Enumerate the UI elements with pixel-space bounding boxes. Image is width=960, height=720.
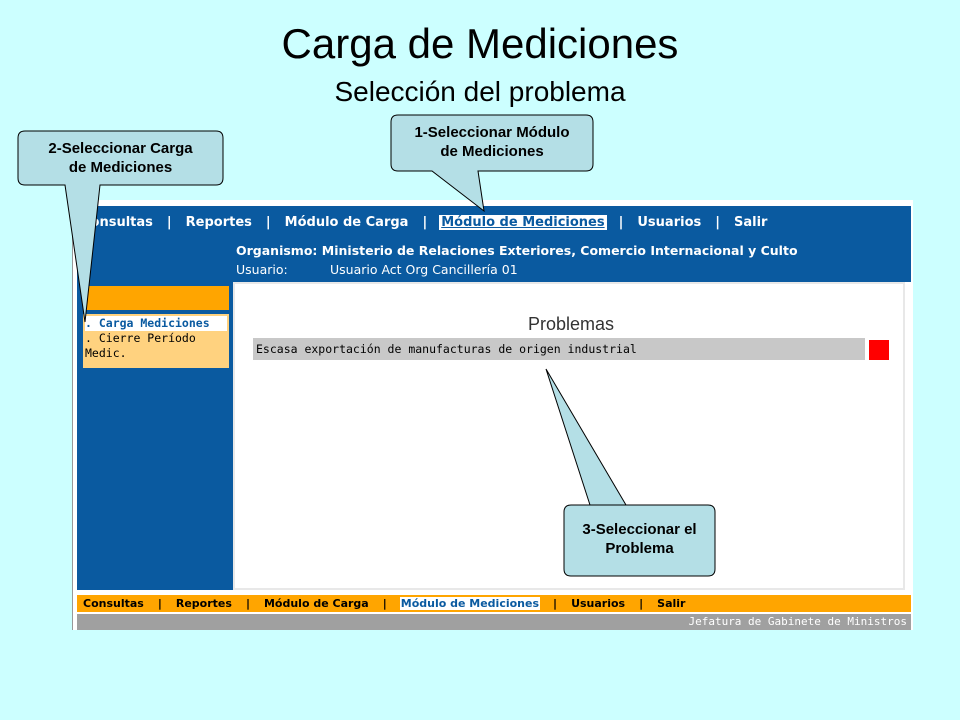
nav-separator: | — [422, 214, 428, 230]
nav-separator: | — [553, 597, 558, 610]
user-value: Usuario Act Org Cancillería 01 — [329, 262, 518, 277]
nav-separator: | — [245, 597, 250, 610]
org-value: Ministerio de Relaciones Exteriores, Com… — [321, 243, 798, 258]
problem-status-flag[interactable] — [869, 340, 889, 360]
nav-separator: | — [639, 597, 644, 610]
callout-3: 3-Seleccionar el Problema — [582, 521, 697, 557]
topnav-consultas[interactable]: Consultas — [81, 214, 153, 230]
nav-separator: | — [157, 597, 162, 610]
side-menu-carga-mediciones[interactable]: . Carga Mediciones — [85, 316, 227, 331]
callout-1: 1-Seleccionar Módulo de Mediciones — [414, 124, 570, 160]
user-label: Usuario: — [236, 262, 288, 277]
problem-row[interactable]: Escasa exportación de manufacturas de or… — [253, 338, 865, 360]
bottomnav-reportes[interactable]: Reportes — [175, 597, 232, 610]
problems-title: Problemas — [527, 314, 615, 334]
side-menu: . Carga Mediciones . Cierre Período Medi… — [83, 314, 229, 368]
slide-subtitle: Selección del problema — [334, 76, 626, 107]
bottomnav-consultas[interactable]: Consultas — [83, 597, 144, 610]
footer: Jefatura de Gabinete de Ministros — [77, 614, 911, 630]
nav-separator: | — [265, 214, 271, 230]
side-menu-cierre-periodo[interactable]: . Cierre Período — [85, 331, 196, 345]
bottomnav-usuarios[interactable]: Usuarios — [571, 597, 626, 610]
org-label: Organismo: — [236, 243, 318, 258]
bottomnav-salir[interactable]: Salir — [657, 597, 686, 610]
side-menu-header — [83, 286, 229, 310]
bottomnav-modulo-carga[interactable]: Módulo de Carga — [263, 597, 369, 610]
topnav-salir[interactable]: Salir — [733, 214, 768, 230]
topnav-usuarios[interactable]: Usuarios — [637, 214, 702, 230]
bottom-nav: Consultas | Reportes | Módulo de Carga |… — [77, 595, 911, 612]
app-window: Consultas | Reportes | Módulo de Carga |… — [72, 200, 913, 630]
info-bar: Organismo: Ministerio de Relaciones Exte… — [233, 238, 911, 282]
topnav-reportes[interactable]: Reportes — [185, 214, 252, 230]
side-menu-cierre-periodo-cont[interactable]: Medic. — [85, 346, 127, 360]
topnav-modulo-carga[interactable]: Módulo de Carga — [284, 214, 409, 230]
top-nav: Consultas | Reportes | Módulo de Carga |… — [73, 206, 911, 238]
nav-separator: | — [715, 214, 720, 230]
callout-2: 2-Seleccionar Carga de Mediciones — [48, 140, 193, 176]
nav-separator: | — [166, 214, 172, 230]
topnav-modulo-mediciones[interactable]: Módulo de Mediciones — [439, 214, 607, 230]
nav-separator: | — [618, 214, 624, 230]
slide-title: Carga de Mediciones — [281, 20, 679, 67]
nav-separator: | — [382, 597, 387, 610]
bottomnav-modulo-mediciones[interactable]: Módulo de Mediciones — [399, 597, 541, 610]
